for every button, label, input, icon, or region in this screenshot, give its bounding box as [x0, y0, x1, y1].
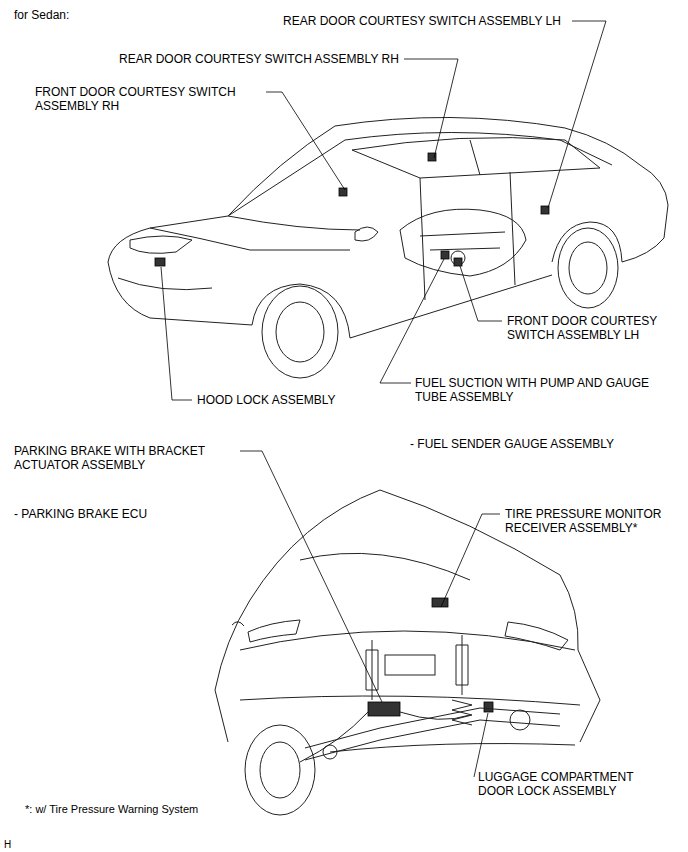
sedan-front-view: [150, 228, 350, 250]
sedan-rear-view: [240, 696, 580, 705]
component-marks: [454, 258, 462, 266]
part-label: FRONT DOOR COURTESY SWITCH ASSEMBLY RH: [35, 85, 250, 113]
sedan-front-view: [108, 262, 252, 325]
component-marks: [432, 598, 448, 607]
part-label: for Sedan:: [14, 8, 69, 22]
sedan-rear-view: [560, 575, 578, 650]
sedan-rear-view: [578, 650, 600, 742]
sedan-rear-view: [456, 635, 468, 695]
leader-lines: [460, 266, 502, 321]
sedan-rear-view: [510, 710, 530, 730]
sedan-rear-view: [215, 490, 600, 815]
sedan-rear-view: [385, 655, 435, 675]
part-label: HOOD LOCK ASSEMBLY: [197, 393, 336, 407]
sedan-rear-view: [505, 622, 568, 650]
component-marks: [155, 153, 549, 716]
sedan-front-view: [420, 232, 505, 250]
component-marks: [484, 702, 493, 712]
sedan-rear-view: [260, 742, 300, 798]
leader-lines: [161, 267, 192, 400]
component-marks: [155, 258, 165, 266]
sedan-rear-view: [232, 622, 244, 626]
sedan-rear-view: [400, 712, 470, 719]
sedan-front-view: [352, 138, 600, 178]
sedan-rear-view: [330, 744, 575, 752]
sedan-rear-view: [305, 708, 560, 748]
sedan-rear-view: [248, 620, 300, 642]
sedan-rear-view: [300, 553, 470, 580]
sedan-front-view: [108, 117, 668, 262]
sedan-front-view: [558, 228, 618, 308]
part-label: TIRE PRESSURE MONITOR RECEIVER ASSEMBLY*: [505, 507, 677, 535]
component-marks: [368, 702, 400, 716]
component-marks: [541, 206, 549, 214]
sedan-rear-view: [300, 712, 368, 762]
sedan-front-view: [569, 242, 607, 294]
part-label: - PARKING BRAKE ECU: [14, 507, 147, 521]
sedan-front-view: [470, 140, 480, 175]
sedan-rear-view: [215, 490, 380, 690]
leader-lines: [380, 259, 444, 383]
sedan-rear-view: [366, 640, 378, 700]
component-marks: [441, 251, 449, 259]
leader-lines: [404, 59, 458, 158]
sedan-front-view: [262, 286, 338, 378]
sedan-front-view: [228, 133, 612, 217]
sedan-rear-view: [323, 745, 337, 759]
leader-lines: [240, 451, 382, 702]
sedan-front-view: [130, 236, 192, 253]
part-label: REAR DOOR COURTESY SWITCH ASSEMBLY LH: [283, 14, 561, 28]
part-label: REAR DOOR COURTESY SWITCH ASSEMBLY RH: [119, 52, 399, 66]
sedan-front-view: [420, 178, 425, 300]
leader-lines: [161, 21, 606, 777]
leader-lines: [441, 514, 500, 607]
leader-lines: [474, 713, 488, 777]
sedan-front-view: [510, 172, 515, 285]
sedan-rear-view: [240, 631, 575, 650]
sedan-front-view: [228, 216, 360, 230]
leader-lines: [548, 21, 606, 208]
sedan-front-view: [355, 227, 378, 241]
part-label: H: [4, 838, 11, 852]
part-label: PARKING BRAKE WITH BRACKET ACTUATOR ASSE…: [14, 444, 232, 472]
part-label: *: w/ Tire Pressure Warning System: [25, 802, 198, 816]
sedan-front-view: [118, 278, 212, 290]
sedan-rear-view: [245, 725, 315, 815]
sedan-front-view: [451, 251, 465, 265]
part-label: LUGGAGE COMPARTMENT DOOR LOCK ASSEMBLY: [478, 770, 650, 798]
part-label: FUEL SUCTION WITH PUMP AND GAUGE TUBE AS…: [415, 376, 667, 404]
sedan-front-view: [400, 209, 526, 276]
sedan-rear-view: [215, 690, 228, 742]
part-label: - FUEL SENDER GAUGE ASSEMBLY: [410, 437, 614, 451]
sedan-front-view: [252, 284, 350, 338]
sedan-rear-view: [305, 720, 560, 760]
leader-lines: [266, 92, 345, 190]
component-marks: [339, 188, 347, 196]
sedan-front-view: [276, 302, 324, 362]
part-label: FRONT DOOR COURTESY SWITCH ASSEMBLY LH: [507, 314, 672, 342]
